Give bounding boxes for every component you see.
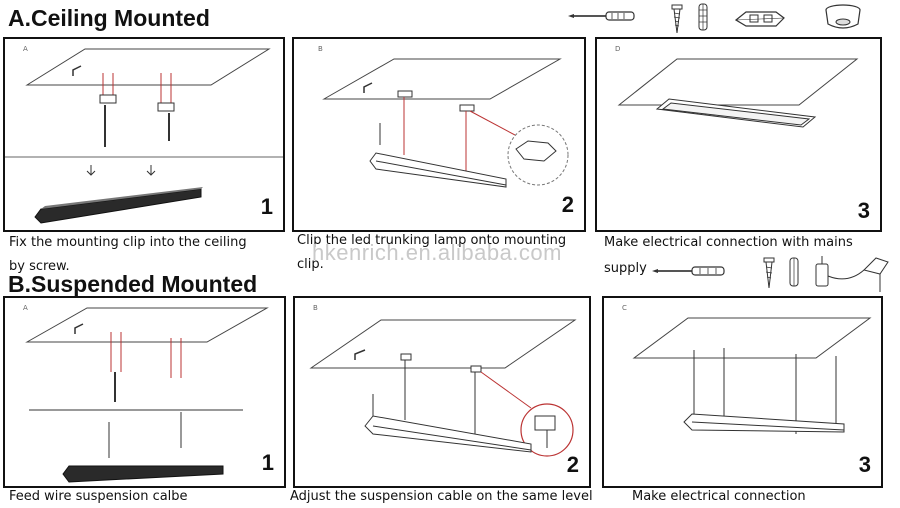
section-a-title: A.Ceiling Mounted [8,5,210,31]
panel-a2: B 2 [292,37,586,232]
panel-a1-tag: A [23,45,28,53]
panel-a3: D 3 [595,37,882,232]
wall-plug-icon [698,3,708,31]
panel-a1-caption-line-2: by screw. [9,259,70,274]
panel-b3-tag: C [622,304,627,312]
panel-a3-caption-line-1: Make electrical connection with mains [604,235,853,250]
watermark: hkenrich.en.alibaba.com [312,240,562,265]
panel-b1-caption: Feed wire suspension calbe [9,489,188,504]
panel-a3-step-number: 3 [857,198,870,223]
screwdriver-icon [568,11,635,21]
ceiling-rose-icon [825,4,861,29]
panel-a1: A 1 [3,37,285,232]
panel-b3: C 3 [602,296,883,488]
screwdriver-icon [652,266,725,276]
screw-icon [671,4,683,34]
panel-b1-step-number: 1 [261,450,274,475]
panel-b1-tag: A [23,304,28,312]
panel-b3-step-number: 3 [858,452,871,477]
panel-a1-caption-line-1: Fix the mounting clip into the ceiling [9,235,247,250]
panel-a3-tag: D [615,45,621,53]
panel-b2: B 2 [293,296,591,488]
panel-b2-tag: B [313,304,318,312]
panel-a2-tag: B [318,45,323,53]
wall-plug-icon [789,257,799,287]
screw-icon [763,257,775,289]
panel-a3-caption-line-2: supply [604,261,647,276]
panel-b1: A 1 [3,296,286,488]
panel-b3-caption: Make electrical connection [632,489,806,504]
panel-a2-caption-line-2: clip. [297,257,324,272]
panel-a2-caption-line-1: Clip the led trunking lamp onto mounting [297,233,567,248]
suspension-kit-icon [815,256,889,292]
panel-b2-caption: Adjust the suspension cable on the same … [290,489,593,504]
mounting-clip-icon [734,11,785,27]
panel-b2-step-number: 2 [566,452,579,477]
panel-a2-step-number: 2 [561,192,574,217]
section-b-title: B.Suspended Mounted [8,271,258,297]
panel-a1-step-number: 1 [260,194,273,219]
